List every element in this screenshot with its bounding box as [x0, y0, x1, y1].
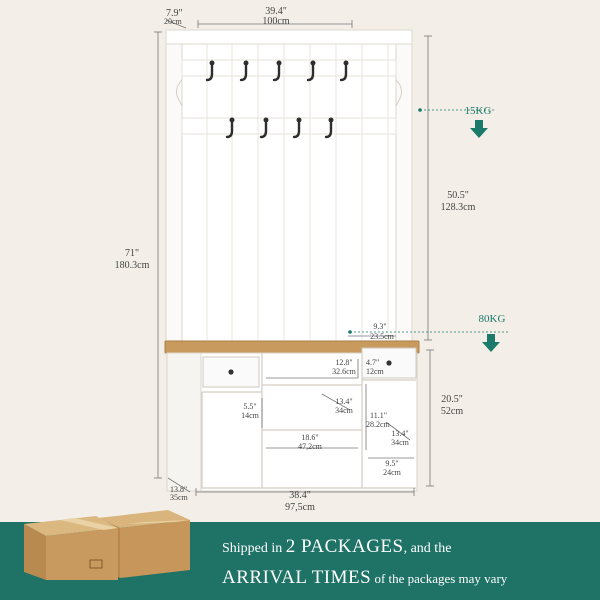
bottom-depth-cm: 35cm	[170, 493, 189, 502]
mid-width-cm: 47,2cm	[298, 442, 323, 451]
bench-depth-cm: 23.5cm	[370, 332, 395, 341]
back-panel	[167, 29, 412, 349]
hook-icon	[205, 62, 214, 82]
total-height-cm: 180.3cm	[115, 260, 150, 271]
hook-icon	[225, 119, 234, 139]
hook-icon	[339, 62, 348, 82]
shipping-message: Shipped in 2 PACKAGES, and the ARRIVAL T…	[222, 532, 600, 593]
hook-icon	[306, 62, 315, 82]
right-width-cm: 24cm	[383, 468, 402, 477]
bench-depth-in: 9.3"	[373, 322, 386, 331]
bottom-width-cm: 97,5cm	[285, 502, 315, 513]
cubby-width-cm: 32.6cm	[332, 367, 357, 376]
slats	[206, 44, 389, 340]
down-arrow-icon	[482, 334, 500, 352]
right-post	[395, 29, 413, 349]
right-width-in: 9.5"	[385, 459, 398, 468]
total-height-in: 71"	[125, 248, 139, 259]
hook-load-label: 15KG	[465, 105, 492, 117]
down-arrow-icon	[470, 120, 488, 138]
drawer-height-in: 4.7"	[366, 358, 379, 367]
width-top-in: 39.4"	[265, 6, 287, 17]
bottom-depth-in: 13.8"	[170, 485, 187, 494]
shipping-line-2: ARRIVAL TIMES of the packages may vary	[222, 567, 508, 588]
mid-width-in: 18.6"	[301, 433, 318, 442]
boxes-illustration	[24, 510, 190, 580]
hook-icon	[239, 62, 248, 82]
left-bracket	[176, 79, 183, 107]
hook-icon	[324, 119, 333, 139]
left-height-cm: 14cm	[241, 411, 260, 420]
left-drawer-knob	[228, 369, 234, 375]
bench-height-cm: 52cm	[441, 406, 463, 417]
top-rail	[165, 29, 413, 45]
left-post	[165, 29, 183, 349]
mid-depth-cm: 34cm	[335, 406, 354, 415]
cubby-width-in: 12.8"	[335, 358, 352, 367]
upper-height-in: 50.5"	[447, 190, 469, 201]
hook-icon	[272, 62, 281, 82]
hook-load: 15KG	[418, 105, 494, 138]
right-height-cm: 28.2cm	[366, 420, 391, 429]
bench-load: 80KG	[348, 313, 510, 352]
drawer-height-cm: 12cm	[366, 367, 385, 376]
mid-depth-in: 13.4"	[335, 397, 352, 406]
shipping-line-1: Shipped in 2 PACKAGES, and the	[222, 536, 452, 557]
bench-height-in: 20.5"	[441, 394, 463, 405]
right-depth-in: 13.4"	[391, 429, 408, 438]
hall-tree-illustration	[164, 29, 420, 492]
right-height-in: 11.1"	[370, 411, 387, 420]
bench-load-label: 80KG	[479, 313, 506, 325]
right-depth-cm: 34cm	[391, 438, 410, 447]
dimension-lines	[154, 19, 434, 496]
lower-hooks	[225, 119, 333, 139]
right-drawer-knob	[386, 360, 392, 366]
depth-top-in: 7.9"	[166, 8, 183, 19]
upper-height-cm: 128.3cm	[441, 202, 476, 213]
cubby-dividers	[170, 353, 416, 489]
depth-top-cm: 20cm	[164, 17, 183, 26]
hook-icon	[292, 119, 301, 139]
lower-hook-rail	[181, 117, 397, 135]
hook-icon	[259, 119, 268, 139]
left-height-in: 5.5"	[243, 402, 256, 411]
bottom-width-in: 38.4"	[289, 490, 311, 501]
upper-hooks	[205, 62, 348, 82]
left-drawer	[202, 356, 260, 388]
right-bracket	[395, 79, 402, 107]
upper-hook-rail	[181, 59, 397, 77]
width-top-cm: 100cm	[262, 16, 289, 27]
